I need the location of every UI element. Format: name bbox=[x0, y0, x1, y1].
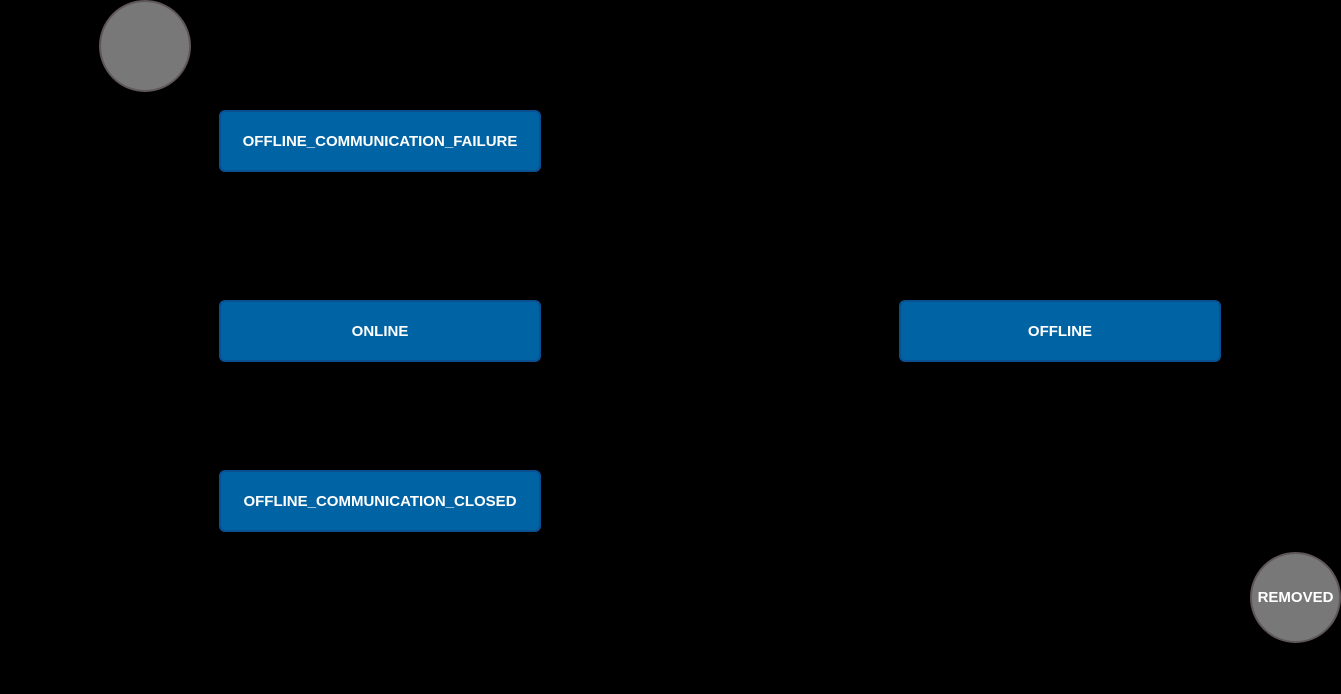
state-online: ONLINE bbox=[219, 300, 541, 362]
state-offline-communication-failure: OFFLINE_COMMUNICATION_FAILURE bbox=[219, 110, 541, 172]
state-offline: OFFLINE bbox=[899, 300, 1221, 362]
state-offline-communication-closed: OFFLINE_COMMUNICATION_CLOSED bbox=[219, 470, 541, 532]
state-removed: REMOVED bbox=[1250, 552, 1341, 643]
start-state-node bbox=[99, 0, 191, 92]
